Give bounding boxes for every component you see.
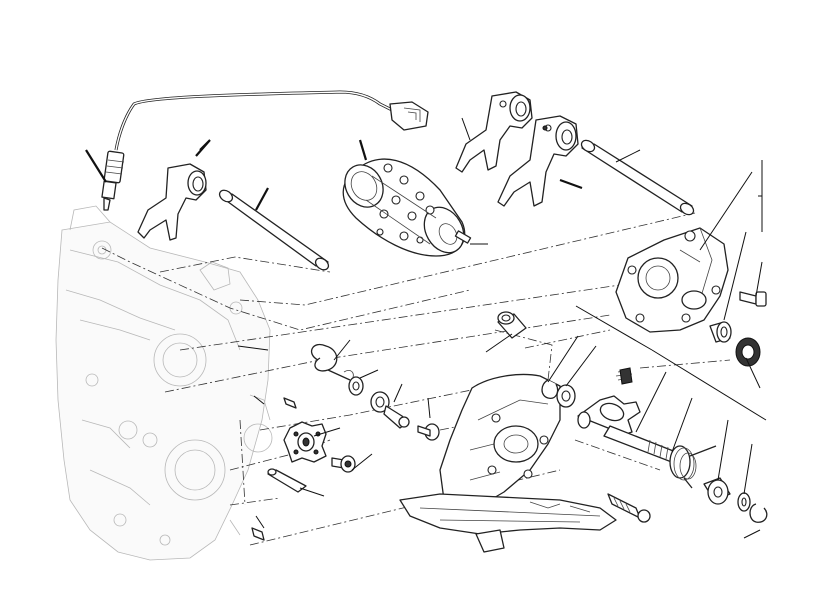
fork-rod-left — [218, 189, 330, 271]
sensor-cable — [114, 90, 393, 151]
bracket-bolt — [607, 493, 651, 523]
selector-drum — [342, 158, 472, 257]
dowel-pin-lower — [267, 468, 307, 493]
star-cam — [283, 421, 327, 463]
dowel-pin — [283, 397, 297, 409]
spacer-sleeve — [497, 311, 527, 339]
sensor-connector — [389, 101, 429, 131]
collar — [703, 477, 731, 505]
mounting-bracket — [399, 373, 617, 553]
shift-cover — [615, 227, 729, 333]
washer — [556, 384, 576, 408]
circlip — [541, 379, 559, 399]
detent-spring — [310, 343, 354, 381]
shaft-bushing — [709, 321, 732, 343]
shift-fork-upper — [455, 91, 533, 173]
cam-screw — [331, 455, 356, 473]
neutral-sensor — [101, 150, 125, 211]
washer-right — [737, 492, 751, 512]
lever-bolt — [417, 423, 440, 441]
detent-lever — [370, 391, 410, 429]
shift-fork-middle — [497, 115, 579, 207]
selector-shaft — [577, 395, 687, 467]
shift-fork-left — [137, 163, 207, 241]
crankcase — [55, 205, 273, 561]
return-spring — [669, 445, 717, 489]
washer-small — [348, 376, 364, 396]
circlip-right — [749, 503, 768, 523]
oil-seal — [735, 337, 761, 367]
leader-lines — [85, 117, 767, 539]
cover-bolt — [739, 291, 767, 307]
small-spring — [615, 367, 633, 385]
small-pin-lower — [251, 527, 265, 541]
fork-rod-right — [580, 139, 695, 216]
